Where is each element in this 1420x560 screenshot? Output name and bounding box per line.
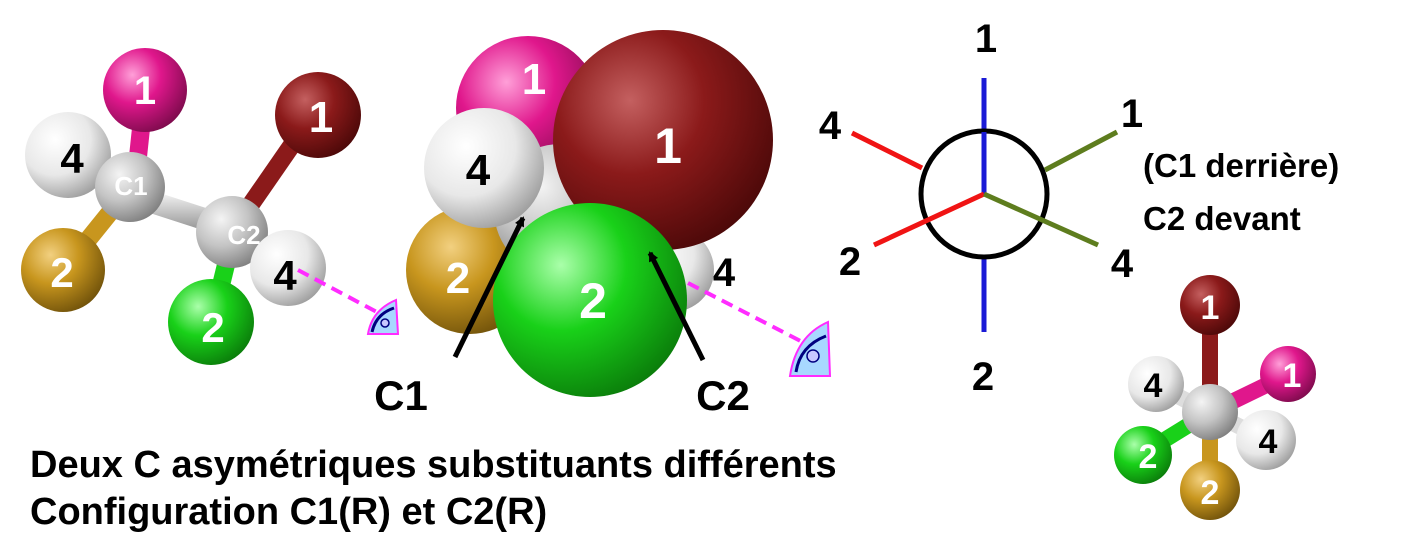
newman-label-left-lower: 2 [839,240,861,284]
sight-line-right [687,281,819,352]
front-bond-right [982,191,1100,248]
rear-bond-left [850,130,924,171]
caption-line-1: Deux C asymétriques substituants différe… [30,444,837,486]
c1-sub4-label: 4 [60,135,84,182]
small-sub2-green-label: 2 [1139,438,1158,476]
small-sub1-maroon [1180,275,1240,335]
caption: Deux C asymétriques substituants différe… [30,442,837,536]
small-model: 1 1 4 4 2 2 [1114,275,1316,520]
small-sub4-right-label: 4 [1259,423,1278,461]
small-sub1-maroon-label: 1 [1201,289,1220,327]
pointer-c1-label: C1 [374,372,428,419]
c1-atom-label: C1 [114,171,147,201]
c2-sub2-label: 2 [201,304,224,351]
rear-bond-right [1043,129,1119,173]
small-sub2-gold [1180,460,1240,520]
newman-projection: 1 2 4 2 1 4 (C1 derrière) C2 devant [819,17,1339,399]
newman-label-bottom: 2 [972,355,994,399]
space-filling-model: 1 1 4 2 2 4 C1 C2 [374,30,832,419]
c1-sub2-atom [21,228,105,312]
c2-sub4-label: 4 [273,252,297,299]
newman-label-left-upper: 4 [819,104,842,148]
pointer-arrow-c1 [452,216,526,359]
ball-and-stick-model: 1 1 4 2 C1 C2 4 2 [21,48,400,365]
sf-c2-sub1-label: 1 [654,118,682,174]
small-sub1-pink [1260,346,1316,402]
c1-atom [95,152,165,222]
newman-circle [918,128,1050,260]
sf-c2-sub2 [493,203,687,397]
c1-sub2-label: 2 [50,249,73,296]
newman-note-c1: (C1 derrière) [1143,147,1339,184]
sf-c2-sub2-label: 2 [579,273,607,329]
small-carbon [1182,384,1238,440]
pointer-c2-label: C2 [696,372,750,419]
eye-icon [366,298,400,335]
sf-c1-sub4-label: 4 [466,146,491,195]
small-sub4-left-label: 4 [1144,367,1163,405]
caption-line-2: Configuration C1(R) et C2(R) [30,491,548,533]
small-sub2-gold-label: 2 [1201,474,1220,512]
c1-sub1-atom [103,48,187,132]
c2-sub1-label: 1 [309,93,333,142]
c2-atom-label: C2 [227,220,260,250]
front-bond-left [872,191,986,248]
small-sub1-pink-label: 1 [1283,357,1302,395]
eye-icon [788,320,832,377]
sight-line-left [297,268,389,320]
newman-label-right-upper: 1 [1121,92,1143,136]
c2-sub4-atom [250,230,326,306]
pointer-arrow-c2 [647,251,706,362]
sf-c1-sub1-label: 1 [522,55,546,104]
sf-c1-sub2-label: 2 [446,254,470,303]
sf-c2-sub4-label: 4 [713,251,736,295]
c2-sub2-atom [168,279,254,365]
c1-sub4-atom [25,112,111,198]
newman-label-right-lower: 4 [1111,242,1134,286]
c1-sub1-label: 1 [134,69,156,113]
c2-sub1-atom [275,72,361,158]
small-sub4-left [1128,356,1184,412]
sf-c2-sub1 [553,30,773,250]
small-sub2-green [1114,426,1172,484]
newman-label-top: 1 [975,17,997,61]
newman-note-c2: C2 devant [1143,200,1301,237]
c2-atom [196,196,268,268]
sf-c1-sub4 [424,108,544,228]
small-sub4-right [1236,410,1296,470]
